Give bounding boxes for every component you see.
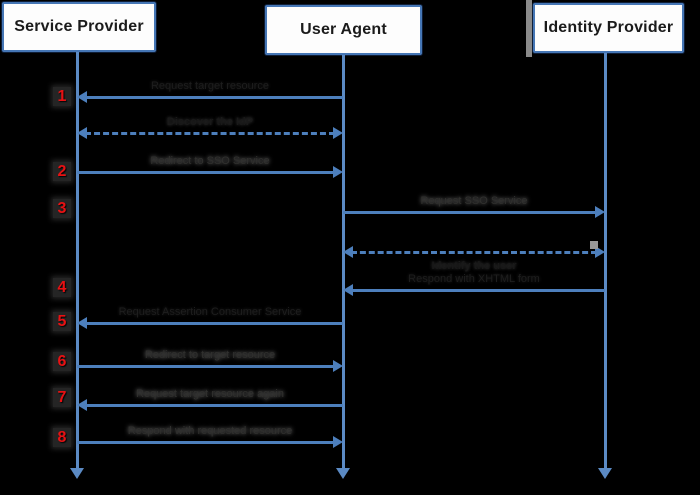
arrowhead-left-icon	[343, 284, 353, 296]
step-number: 2	[53, 162, 71, 181]
message-line	[85, 322, 343, 325]
message-line	[85, 404, 343, 407]
message-line	[77, 365, 335, 368]
lifeline-end-service-provider	[70, 468, 84, 479]
message-line	[351, 289, 605, 292]
message-line	[85, 132, 335, 135]
arrowhead-right-icon	[333, 436, 343, 448]
message-label: Request Assertion Consumer Service	[118, 306, 302, 318]
message-label: Discover the IdP	[166, 116, 254, 128]
step-number: 3	[53, 199, 71, 218]
arrowhead-left-icon	[77, 399, 87, 411]
arrowhead-right-icon	[333, 360, 343, 372]
arrowhead-right-icon	[333, 127, 343, 139]
lifeline-identity-provider	[604, 53, 607, 468]
actor-box-service-provider: Service Provider	[2, 2, 156, 52]
step-number: 8	[53, 428, 71, 447]
step-number: 4	[53, 278, 71, 297]
message-label: Respond with XHTML form	[408, 273, 540, 285]
step-number: 7	[53, 388, 71, 407]
lifeline-end-user-agent	[336, 468, 350, 479]
message-label: Request target resource	[150, 80, 270, 92]
actor-box-user-agent: User Agent	[265, 5, 422, 55]
arrowhead-left-icon	[77, 317, 87, 329]
message-label: Redirect to SSO Service	[150, 155, 270, 167]
message-label: Request target resource again	[136, 388, 284, 400]
lifeline-end-identity-provider	[598, 468, 612, 479]
idp-left-gray-bar	[526, 0, 532, 57]
note-marker	[590, 241, 598, 249]
arrowhead-left-icon	[343, 246, 353, 258]
message-line	[85, 96, 343, 99]
message-label: Request SSO Service	[420, 195, 528, 207]
arrowhead-right-icon	[595, 206, 605, 218]
message-line	[77, 171, 335, 174]
actor-label-identity-provider: Identity Provider	[543, 19, 674, 36]
message-line	[77, 441, 335, 444]
message-label: Respond with requested resource	[127, 425, 293, 437]
arrowhead-left-icon	[77, 91, 87, 103]
step-number: 6	[53, 352, 71, 371]
arrowhead-left-icon	[77, 127, 87, 139]
message-line	[351, 251, 597, 254]
lifeline-user-agent	[342, 55, 345, 468]
step-number: 5	[53, 312, 71, 331]
arrowhead-right-icon	[333, 166, 343, 178]
actor-label-service-provider: Service Provider	[14, 18, 144, 35]
message-line	[343, 211, 597, 214]
actor-label-user-agent: User Agent	[300, 21, 387, 38]
actor-box-identity-provider: Identity Provider	[533, 3, 684, 53]
lifeline-service-provider	[76, 52, 79, 468]
message-label: Redirect to target resource	[144, 349, 276, 361]
message-label: Identify the user	[431, 260, 517, 272]
step-number: 1	[53, 87, 71, 106]
arrowhead-right-icon	[595, 246, 605, 258]
